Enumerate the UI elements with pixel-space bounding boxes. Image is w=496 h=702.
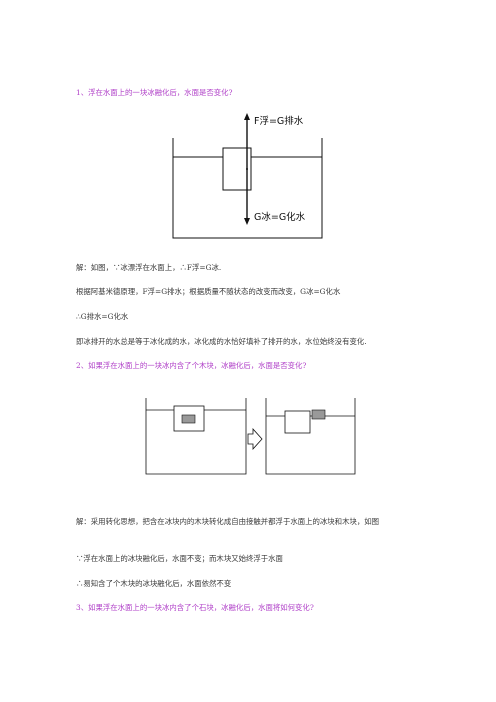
right-ice-block	[284, 410, 311, 434]
left-container	[145, 398, 247, 475]
solution-2-line-3: ∴易知含了个木块的冰块融化后，水面依然不变	[76, 579, 232, 588]
figure-2-ice-with-wood	[145, 398, 356, 475]
question-1: 1、浮在水面上的一块冰融化后，水面是否变化?	[76, 88, 233, 97]
right-wood-block	[311, 409, 326, 420]
right-container	[265, 398, 356, 475]
left-wood-block	[181, 414, 196, 424]
solution-2-line-2: ∵浮在水面上的冰块融化后，水面不变；而木块又始终浮于水面	[76, 554, 283, 563]
label-buoyancy: F浮=G排水	[254, 115, 304, 127]
question-3: 3、如果浮在水面上的一块冰内含了个石块，冰融化后，水面将如何变化?	[76, 603, 314, 612]
solution-1-line-3: ∴G排水=G化水	[76, 312, 129, 321]
question-2: 2、如果浮在水面上的一块冰内含了个木块，冰融化后，水面是否变化?	[76, 361, 307, 370]
buoyancy-arrow	[244, 113, 250, 169]
figure-1-ice-floating: F浮=G排水 G冰=G化水	[172, 113, 323, 239]
container-outline	[172, 138, 323, 239]
solution-1-line-4: 即冰排开的水总是等于冰化成的水，冰化成的水恰好填补了排开的水，水位始终没有变化.	[76, 337, 367, 346]
gravity-arrow	[244, 169, 250, 225]
solution-1-line-2: 根据阿基米德原理，F浮=G排水；根据质量不随状态的改变而改变，G冰=G化水	[76, 287, 341, 296]
transform-arrow	[247, 427, 263, 451]
solution-2-line-1: 解：采用转化思想，把含在冰块内的木块转化成自由接触并都浮于水面上的冰块和木块，如…	[76, 517, 380, 526]
solution-1-line-1: 解：如图，∵冰漂浮在水面上，∴F浮=G冰.	[76, 263, 222, 272]
label-weight: G冰=G化水	[254, 211, 306, 223]
